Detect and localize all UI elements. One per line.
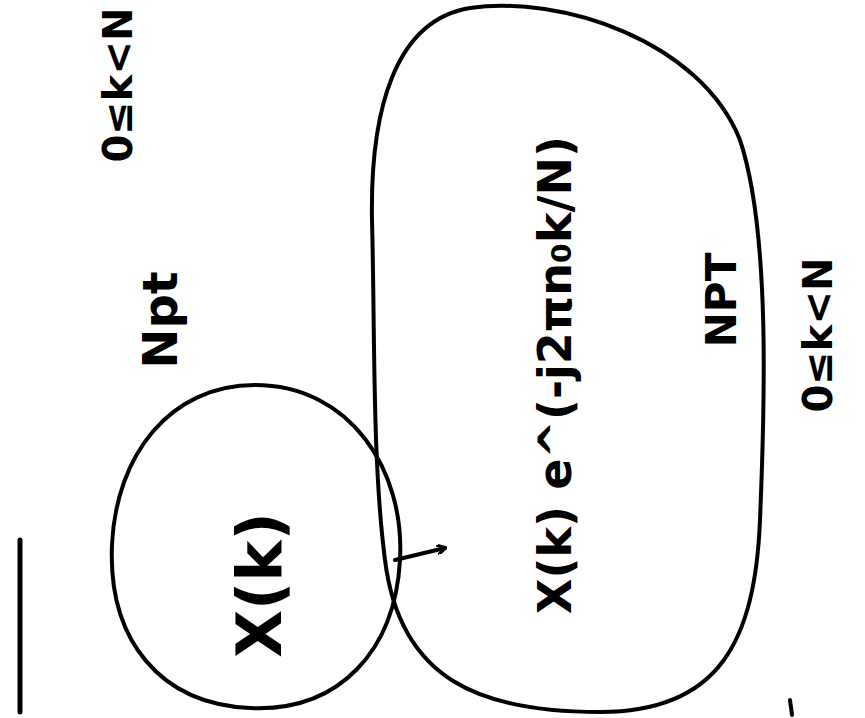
note-label: NPT	[701, 253, 743, 348]
node-text: X(k) e^(-j2πn₀k/N)	[532, 136, 578, 614]
note-label: 0≤k<N	[798, 258, 838, 413]
margin-stroke	[18, 540, 23, 712]
note-label: 0≤k<N	[98, 8, 138, 163]
pen-mark	[790, 700, 792, 715]
arrow-connector	[395, 548, 445, 560]
blob-region: X(k)	[110, 385, 395, 705]
node-text: X(k)	[229, 512, 291, 658]
note-label: Npt	[136, 271, 184, 368]
blob-region: X(k) e^(-j2πn₀k/N)	[445, 5, 765, 705]
